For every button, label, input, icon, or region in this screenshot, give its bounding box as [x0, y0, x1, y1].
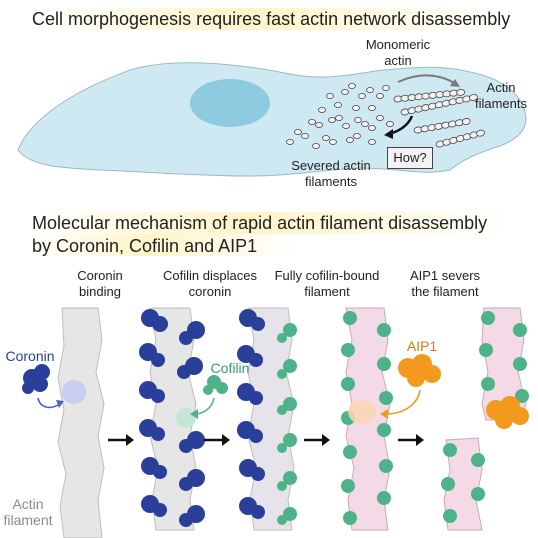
coronin-label: Coronin — [5, 348, 55, 364]
cofilin-bound-3 — [277, 323, 297, 525]
depolymerization-arrowhead — [384, 129, 393, 139]
top-title-highlight — [30, 8, 510, 30]
severed-actin-label: Severed actin filaments — [291, 158, 371, 189]
cofilin-free — [203, 375, 228, 395]
bottom-title-highlight-2 — [28, 234, 298, 256]
nucleus — [190, 79, 270, 127]
coronin-arrowhead — [56, 400, 64, 408]
aip1-arrowhead — [380, 409, 388, 419]
cofilin-bound-4 — [341, 311, 393, 525]
severed-actin-fragments — [286, 83, 394, 149]
step-fully-cofilin-bound: Fully cofilin-bound filament — [274, 268, 380, 299]
aip1-arrow — [385, 389, 421, 415]
coronin-arrow — [37, 397, 61, 409]
actin-filament-3 — [247, 307, 295, 531]
top-title: Cell morphogenesis requires fast actin n… — [32, 9, 511, 29]
cofilin-label: Cofilin — [210, 360, 250, 376]
cofilin-lower — [441, 443, 485, 523]
cofilin-binding-site — [176, 408, 196, 428]
polymerization-arrowhead — [450, 79, 460, 87]
aip1-free — [398, 354, 441, 387]
actin-filament-1 — [57, 307, 105, 538]
step-cofilin-displaces: Cofilin displaces coronin — [163, 268, 257, 299]
step-arrowhead-1 — [126, 434, 134, 446]
bottom-title-highlight-1 — [28, 212, 512, 234]
cofilin-arrowhead — [190, 409, 198, 419]
coronin-binding-site — [62, 380, 86, 404]
step-arrowhead-4 — [416, 434, 424, 446]
bottom-title-line1: Molecular mechanism of rapid actin filam… — [32, 213, 488, 233]
aip1-label: AIP1 — [406, 338, 438, 354]
step-aip1-severs: AIP1 severs the filament — [409, 268, 481, 299]
polymerization-arrow — [397, 74, 457, 85]
actin-filaments-label: Actin filaments — [474, 80, 528, 111]
step-coronin-binding: Coronin binding — [77, 268, 123, 299]
actin-filaments — [393, 89, 485, 148]
actin-filament-label: Actin filament — [3, 496, 53, 528]
coronin-free — [22, 364, 50, 394]
step-arrowhead-3 — [322, 434, 330, 446]
step-arrowhead-2 — [222, 434, 230, 446]
aip1-binding-site — [348, 400, 376, 424]
cofilin-upper — [479, 311, 529, 403]
coronin-bound — [139, 309, 205, 527]
how-box: How? — [387, 147, 433, 169]
coronin-remaining — [237, 309, 265, 519]
aip1-bound — [486, 396, 529, 429]
bottom-title-line2: by Coronin, Cofilin and AIP1 — [32, 236, 258, 256]
monomeric-actin-label: Monomeric actin — [365, 37, 431, 68]
